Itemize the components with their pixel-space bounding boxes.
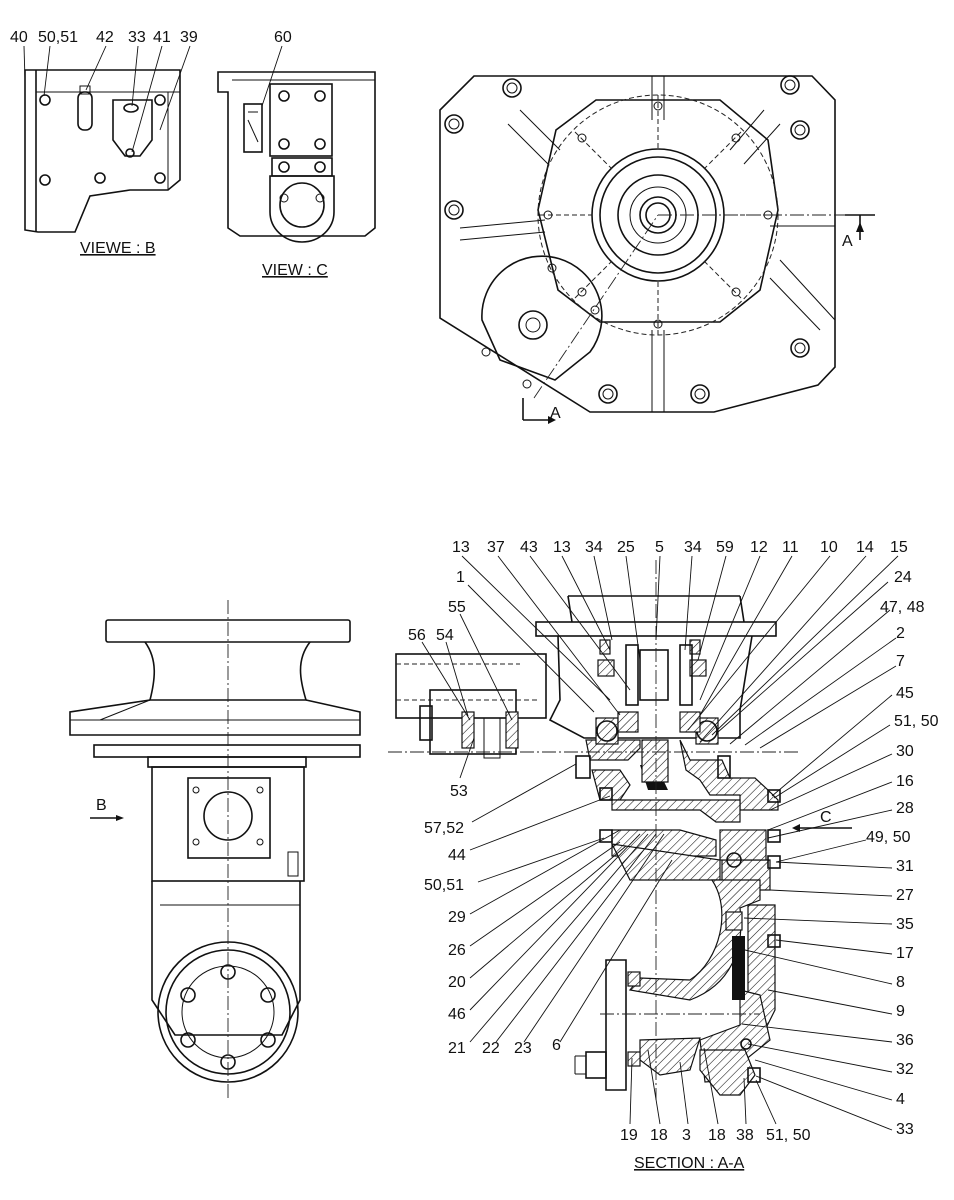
side-view-drawing <box>69 600 361 1100</box>
callout: 47, 48 <box>880 599 925 616</box>
callout: 50,51 <box>424 877 464 894</box>
callout: 53 <box>450 783 468 800</box>
callout: 15 <box>890 539 908 556</box>
callout: 24 <box>894 569 912 586</box>
callout: 42 <box>96 29 114 46</box>
callout: 1 <box>456 569 465 586</box>
callout: 49, 50 <box>866 829 911 846</box>
callout: 33 <box>128 29 146 46</box>
callout: 46 <box>448 1006 466 1023</box>
view-marker-b: B <box>96 797 107 814</box>
callout: 34 <box>684 539 702 556</box>
callout: 9 <box>896 1003 905 1020</box>
callout: 11 <box>782 539 799 556</box>
callout: 8 <box>896 974 905 991</box>
callout: 37 <box>487 539 505 556</box>
callout: 2 <box>896 625 905 642</box>
view-c-drawing <box>217 71 376 243</box>
callout: 40 <box>10 29 28 46</box>
callout: 56 <box>408 627 426 644</box>
front-view-drawing <box>439 75 875 424</box>
callout: 27 <box>896 887 914 904</box>
view-b-callouts: 40 50,51 42 33 41 39 <box>10 29 198 46</box>
callout: 54 <box>436 627 454 644</box>
section-top-callouts: 13 37 43 13 34 25 5 34 59 12 11 10 14 15 <box>452 539 908 556</box>
section-right-callouts: 24 47, 48 2 7 45 51, 50 30 16 28 49, 50 … <box>866 569 939 1138</box>
section-bottom-callouts: 19 18 3 18 38 51, 50 <box>620 1127 811 1144</box>
callout: 6 <box>552 1037 561 1054</box>
callout: 23 <box>514 1040 532 1057</box>
callout: 7 <box>896 653 905 670</box>
callout: 34 <box>585 539 603 556</box>
callout: 19 <box>620 1127 638 1144</box>
callout: 32 <box>896 1061 914 1078</box>
section-marker-a: A <box>550 405 561 422</box>
callout: 41 <box>153 29 171 46</box>
callout: 5 <box>655 539 664 556</box>
callout: 3 <box>682 1127 691 1144</box>
callout: 18 <box>708 1127 726 1144</box>
section-left-callouts: 1 55 56 54 53 57,52 44 50,51 29 26 20 46… <box>408 569 561 1057</box>
callout: 21 <box>448 1040 466 1057</box>
section-title: SECTION : A-A <box>634 1155 745 1172</box>
section-drawing <box>388 560 852 1100</box>
callout: 14 <box>856 539 874 556</box>
callout: 39 <box>180 29 198 46</box>
callout: 31 <box>896 858 914 875</box>
callout: 4 <box>896 1091 905 1108</box>
view-b-drawing <box>24 69 181 233</box>
section-bottom-leaders <box>629 1047 777 1125</box>
callout: 50,51 <box>38 29 78 46</box>
callout: 59 <box>716 539 734 556</box>
callout: 18 <box>650 1127 668 1144</box>
view-c-title: VIEW : C <box>262 262 328 279</box>
callout: 10 <box>820 539 838 556</box>
callout: 45 <box>896 685 914 702</box>
callout: 60 <box>274 29 292 46</box>
callout: 13 <box>553 539 571 556</box>
view-marker-c: C <box>820 809 832 826</box>
callout: 57,52 <box>424 820 464 837</box>
callout: 36 <box>896 1032 914 1049</box>
callout: 35 <box>896 916 914 933</box>
callout: 44 <box>448 847 466 864</box>
callout: 29 <box>448 909 466 926</box>
callout: 28 <box>896 800 914 817</box>
callout: 43 <box>520 539 538 556</box>
section-left-leaders <box>421 584 673 1043</box>
callout: 51, 50 <box>766 1127 811 1144</box>
section-right-leaders <box>717 581 897 1131</box>
callout: 22 <box>482 1040 500 1057</box>
view-b-title: VIEWE : B <box>80 240 156 257</box>
section-marker-a: A <box>842 233 853 250</box>
section-top-leaders <box>461 555 899 743</box>
callout: 30 <box>896 743 914 760</box>
callout: 38 <box>736 1127 754 1144</box>
callout: 51, 50 <box>894 713 939 730</box>
callout: 25 <box>617 539 635 556</box>
callout: 16 <box>896 773 914 790</box>
callout: 12 <box>750 539 768 556</box>
callout: 20 <box>448 974 466 991</box>
callout: 55 <box>448 599 466 616</box>
view-b-leaders <box>23 45 191 153</box>
callout: 26 <box>448 942 466 959</box>
callout: 33 <box>896 1121 914 1138</box>
callout: 13 <box>452 539 470 556</box>
callout: 17 <box>896 945 914 962</box>
